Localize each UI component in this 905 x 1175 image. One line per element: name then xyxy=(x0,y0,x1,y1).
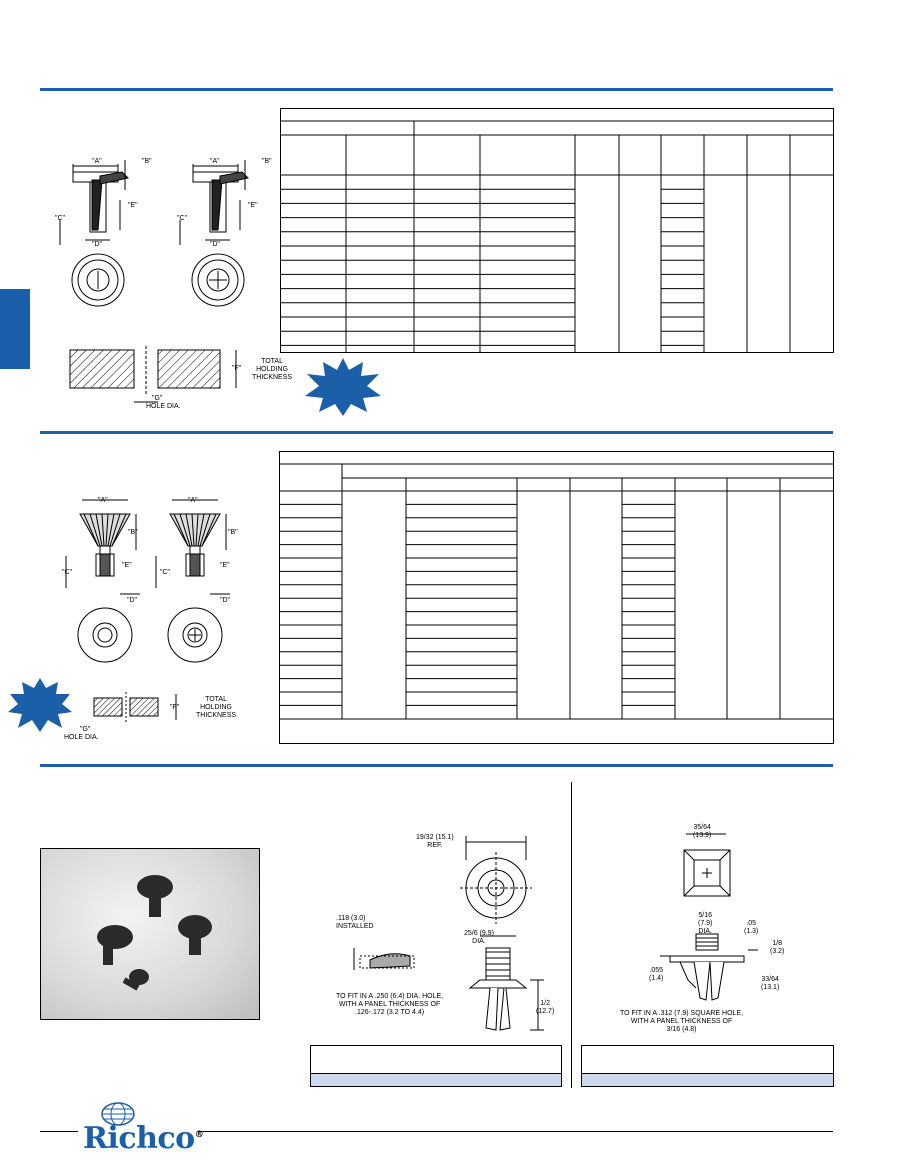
right-top-dim: 35/64 (13.9) xyxy=(693,824,712,839)
new-product-starburst-1 xyxy=(305,358,381,416)
s1-label-c-right: "C" xyxy=(177,215,188,222)
section-rule-middle xyxy=(40,431,833,434)
s2-label-a-right: "A" xyxy=(188,497,198,504)
left-dia-dim: 25/6 (9.9) DIA. xyxy=(464,930,494,945)
section-rule-bottom xyxy=(40,764,833,767)
s1-label-total-thickness: TOTAL HOLDING THICKNESS xyxy=(252,358,293,381)
order-box-right xyxy=(581,1045,834,1087)
globe-icon xyxy=(101,1102,135,1126)
s2-label-e-right: "E" xyxy=(220,562,230,569)
s2-label-g: "G" xyxy=(80,726,91,733)
s1-label-f: "F" xyxy=(232,365,242,372)
section1-diagram xyxy=(59,160,250,403)
section2-table-frame xyxy=(279,451,834,744)
left-installed-dim: .118 (3.0) INSTALLED xyxy=(336,915,374,930)
logo-text: Richco xyxy=(83,1121,195,1156)
s2-label-f: "F" xyxy=(170,704,180,711)
s1-label-c-left: "C" xyxy=(55,215,66,222)
s1-label-d-left: "D" xyxy=(92,241,103,248)
registered-mark: ® xyxy=(194,1130,204,1140)
s2-label-hole-dia: HOLE DIA. xyxy=(64,734,99,741)
s1-label-g: "G" xyxy=(152,395,163,402)
order-box-left xyxy=(310,1045,562,1087)
s1-label-b-left: "B" xyxy=(142,158,152,165)
left-ref-dim: 19/32 (15.1) REF. xyxy=(416,834,454,849)
product-photo xyxy=(40,848,260,1020)
s2-label-e-left: "E" xyxy=(122,562,132,569)
part-drawing-right xyxy=(660,833,758,1001)
s1-label-e-right: "E" xyxy=(248,202,258,209)
s1-label-hole-dia: HOLE DIA. xyxy=(146,403,181,410)
s2-label-d-left: "D" xyxy=(127,597,138,604)
s2-label-c-right: "C" xyxy=(160,569,171,576)
s1-label-d-right: "D" xyxy=(210,241,221,248)
order-box-right-band xyxy=(582,1073,833,1086)
part-drawing-left xyxy=(353,836,544,1031)
right-left-dim: .055 (1.4) xyxy=(649,967,664,982)
section2-table xyxy=(279,463,833,720)
s1-label-a-left: "A" xyxy=(92,158,102,165)
s1-label-a-right: "A" xyxy=(210,158,220,165)
section2-diagram xyxy=(8,499,230,732)
s1-label-b-right: "B" xyxy=(262,158,272,165)
right-side-dim: 1/8 (3.2) xyxy=(770,940,785,955)
side-tab xyxy=(0,289,30,369)
logo-background xyxy=(78,1100,198,1150)
s2-label-b-left: "B" xyxy=(128,529,138,536)
order-box-left-band xyxy=(311,1073,561,1086)
right-dia-dim: 5/16 (7.9) DIA. xyxy=(698,912,713,935)
s2-label-b-right: "B" xyxy=(228,529,238,536)
footer-rule xyxy=(40,1131,833,1132)
section-rule-top xyxy=(40,88,833,91)
section3-divider xyxy=(571,782,572,1088)
left-length-dim: 1/2 (12.7) xyxy=(536,1000,555,1015)
section1-table-frame xyxy=(280,108,834,353)
right-head-dim: 33/64 (13.1) xyxy=(761,976,780,991)
right-small-dim: .05 (1.3) xyxy=(744,920,759,935)
s2-label-a-left: "A" xyxy=(98,497,108,504)
s1-label-e-left: "E" xyxy=(128,202,138,209)
s2-label-c-left: "C" xyxy=(62,569,73,576)
left-note: TO FIT IN A .250 (6.4) DIA. HOLE, WITH A… xyxy=(336,993,444,1016)
brand-logo: Richco® xyxy=(83,1121,204,1156)
right-note: TO FIT IN A .312 (7.9) SQUARE HOLE, WITH… xyxy=(620,1010,744,1033)
s2-label-total-thickness: TOTAL HOLDING THICKNESS xyxy=(196,696,237,719)
section1-table xyxy=(280,120,833,352)
s2-label-d-right: "D" xyxy=(220,597,231,604)
